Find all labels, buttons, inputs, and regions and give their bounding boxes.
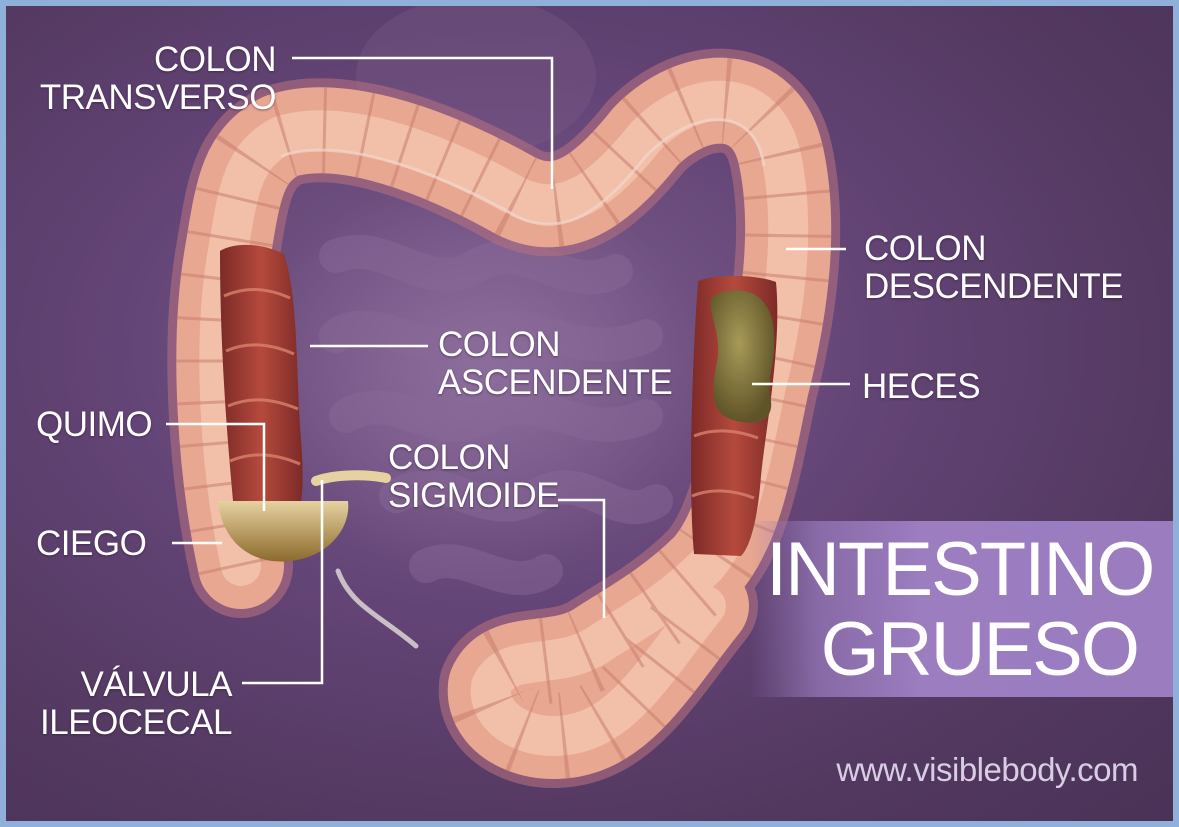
label-quimo: QUIMO bbox=[36, 406, 152, 444]
label-ciego: CIEGO bbox=[36, 525, 146, 563]
diagram-title: INTESTINO GRUESO bbox=[766, 530, 1138, 690]
feces bbox=[710, 290, 774, 422]
diagram-panel: COLON TRANSVERSO COLON DESCENDENTE COLON… bbox=[6, 6, 1173, 821]
label-colon-ascendente: COLON ASCENDENTE bbox=[438, 326, 672, 402]
website-credit: www.visiblebody.com bbox=[746, 751, 1138, 789]
label-colon-sigmoide: COLON SIGMOIDE bbox=[388, 439, 559, 515]
appendix bbox=[338, 571, 416, 646]
label-colon-descendente: COLON DESCENDENTE bbox=[864, 230, 1123, 306]
label-valvula-ileocecal: VÁLVULA ILEOCECAL bbox=[26, 666, 232, 742]
label-heces: HECES bbox=[862, 368, 980, 406]
label-colon-transverso: COLON TRANSVERSO bbox=[26, 41, 276, 117]
